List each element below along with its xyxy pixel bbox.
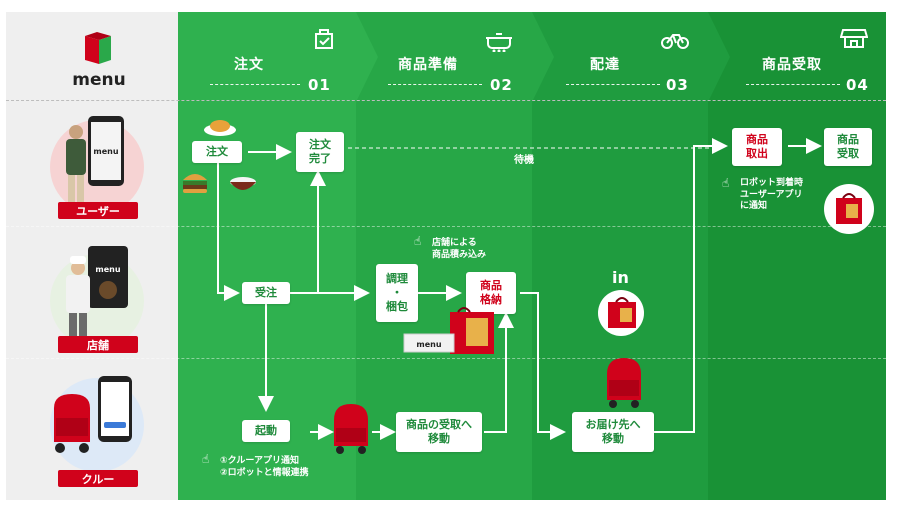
row-divider-2	[6, 226, 886, 227]
step-2-number: 02	[490, 76, 513, 94]
row-divider-3	[6, 358, 886, 359]
row-divider-1	[6, 100, 886, 101]
menu-logo-icon	[85, 32, 111, 64]
step-3-dash	[566, 84, 660, 85]
menu-logo-text: menu	[72, 70, 126, 90]
order-box: 注文	[192, 141, 242, 163]
step-1-dash	[210, 84, 300, 85]
svg-text:menu: menu	[416, 340, 441, 349]
store-loading-note: 店舗による 商品積み込み	[432, 238, 487, 260]
step-3-title: 配達	[590, 57, 620, 73]
start-box: 起動	[242, 420, 290, 442]
crew-illustration	[54, 376, 132, 453]
tap-hand-icon-user: ☝	[722, 176, 730, 190]
receive-item-box: 商品 受取	[824, 128, 872, 166]
step-band-4	[708, 12, 886, 500]
robot-icon-pickup	[334, 404, 368, 454]
waiting-label: 待機	[514, 155, 534, 166]
food-bag-illustration: menu	[403, 307, 494, 354]
move-to-pickup-box: 商品の受取へ 移動	[396, 412, 482, 452]
store-item-box: 商品 格納	[466, 272, 516, 314]
checklist-bag-icon	[315, 29, 333, 49]
storefront-icon	[840, 29, 868, 48]
user-illustration: menu	[66, 116, 124, 205]
cook-pack-box: 調理 ・ 梱包	[376, 264, 418, 322]
role-label-crew: クルー	[58, 470, 138, 487]
step-3-number: 03	[666, 76, 689, 94]
role-label-user: ユーザー	[58, 202, 138, 219]
robot-icon-delivery	[607, 358, 641, 408]
bowl-icon	[230, 177, 256, 190]
receive-order-box: 受注	[242, 282, 290, 304]
robot-arrival-note: ロボット到着時 ユーザーアプリ に通知	[740, 178, 804, 212]
step-1-title: 注文	[234, 57, 264, 73]
store-illustration: menu	[66, 246, 128, 339]
order-complete-box: 注文 完了	[296, 132, 344, 172]
svg-text:menu: menu	[95, 265, 120, 274]
menu-logo: menu	[64, 30, 134, 92]
role-label-store: 店舗	[58, 336, 138, 353]
step-2-title: 商品準備	[398, 57, 458, 73]
received-bag-icon	[836, 193, 862, 224]
tap-hand-icon-crew: ☝	[202, 452, 210, 466]
in-label: in	[612, 268, 629, 287]
flow-connectors	[217, 138, 822, 440]
step-1-number: 01	[308, 76, 331, 94]
cooking-pot-icon	[486, 33, 512, 52]
step-4-number: 04	[846, 76, 869, 94]
header-chevrons	[356, 12, 730, 102]
svg-text:menu: menu	[93, 147, 118, 156]
bicycle-icon	[661, 34, 689, 49]
step-2-dash	[388, 84, 482, 85]
step-4-title: 商品受取	[762, 57, 822, 73]
food-plate-icon	[204, 120, 236, 136]
delivery-bag-icon	[608, 297, 636, 328]
take-out-box: 商品 取出	[732, 128, 782, 166]
workflow-diagram: menu 注文 01 商品準備 02 配達 03 商品受取 04 men	[6, 12, 886, 500]
step-band-1	[178, 12, 356, 500]
crew-notes: ①クルーアプリ通知 ②ロボットと情報連携	[220, 456, 309, 478]
burger-icon	[183, 174, 207, 193]
step-4-dash	[746, 84, 840, 85]
tap-hand-icon-store: ☝	[414, 234, 422, 248]
move-to-destination-box: お届け先へ 移動	[572, 412, 654, 452]
